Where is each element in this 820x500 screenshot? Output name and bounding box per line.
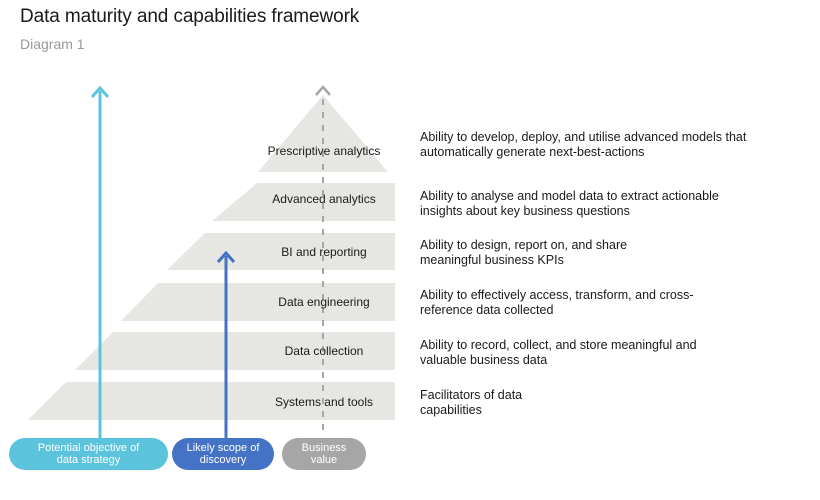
business-value-arrow-icon (315, 85, 331, 96)
tier-shape-collection (75, 332, 395, 370)
tier-label-systems: Systems and tools (274, 395, 374, 409)
tier-shape-engineering (121, 283, 395, 321)
tier-label-bi: BI and reporting (281, 245, 367, 259)
tier-description-collection: Ability to record, collect, and store me… (420, 338, 697, 367)
tier-shape-systems (28, 382, 395, 420)
legend-objective-label: Potential objective of data strategy (37, 442, 140, 466)
tier-shape-prescriptive (258, 95, 388, 172)
legend-objective-pill: Potential objective of data strategy (9, 438, 168, 470)
diagram-subtitle: Diagram 1 (20, 36, 85, 52)
tier-description-bi: Ability to design, report on, and share … (420, 238, 628, 267)
tier-label-advanced: Advanced analytics (272, 192, 376, 206)
legend-value-pill: Business value (282, 438, 366, 470)
tier-description-systems: Facilitators of data capabilities (420, 388, 523, 417)
scope-arrow-icon (216, 250, 236, 263)
diagram-title: Data maturity and capabilities framework (20, 6, 360, 27)
tier-label-engineering: Data engineering (278, 295, 370, 309)
tier-label-prescriptive: Prescriptive analytics (267, 144, 381, 158)
tier-description-prescriptive: Ability to develop, deploy, and utilise … (420, 130, 747, 159)
tier-label-collection: Data collection (284, 344, 364, 358)
legend-scope-label: Likely scope of discovery (186, 442, 260, 466)
tier-description-engineering: Ability to effectively access, transform… (420, 288, 694, 317)
tier-description-advanced: Ability to analyse and model data to ext… (420, 189, 719, 218)
objective-arrow-icon (90, 85, 110, 98)
tier-shape-bi (167, 233, 395, 270)
legend-value-label: Business value (301, 442, 347, 466)
legend-scope-pill: Likely scope of discovery (172, 438, 274, 470)
tier-shape-advanced (212, 183, 395, 221)
